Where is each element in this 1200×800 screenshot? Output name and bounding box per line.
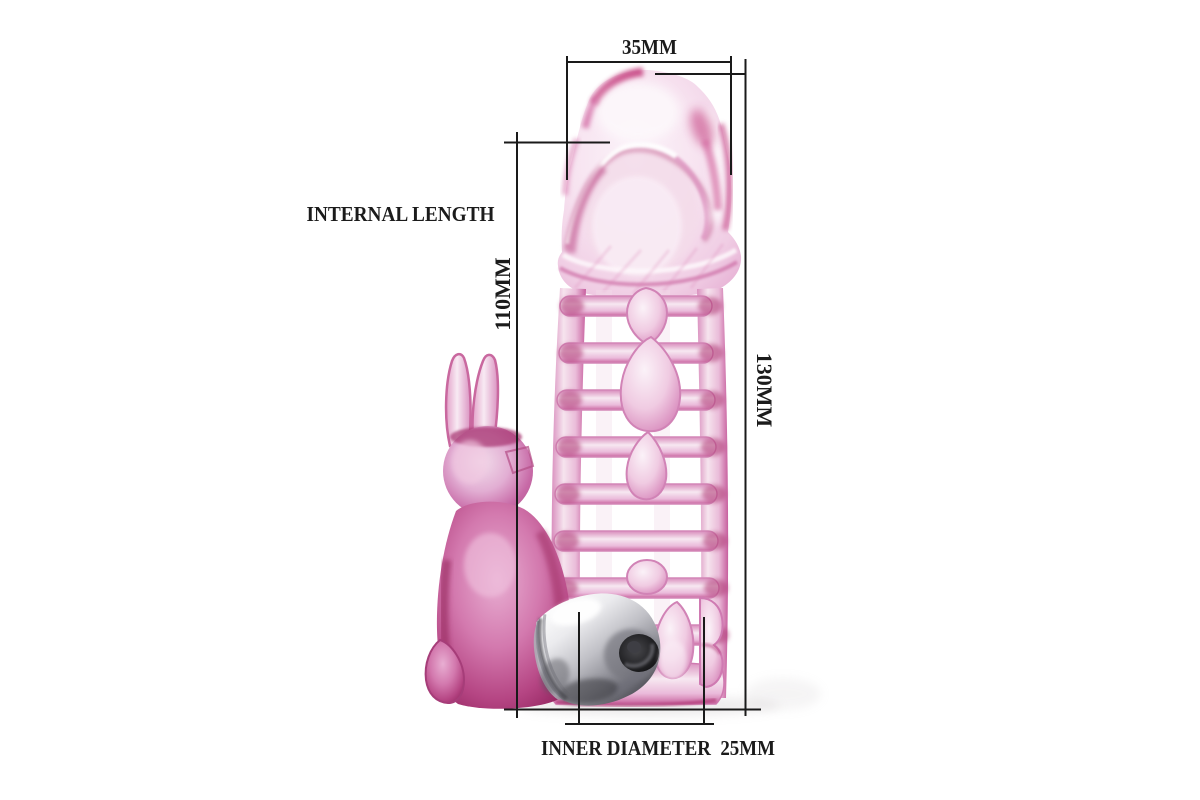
svg-text:130MM: 130MM: [752, 353, 777, 428]
svg-text:INNER DIAMETER 25MM: INNER DIAMETER 25MM: [541, 736, 775, 760]
svg-text:35MM: 35MM: [622, 35, 677, 59]
svg-text:INTERNAL LENGTH: INTERNAL LENGTH: [307, 202, 495, 226]
svg-text:110MM: 110MM: [490, 257, 515, 331]
